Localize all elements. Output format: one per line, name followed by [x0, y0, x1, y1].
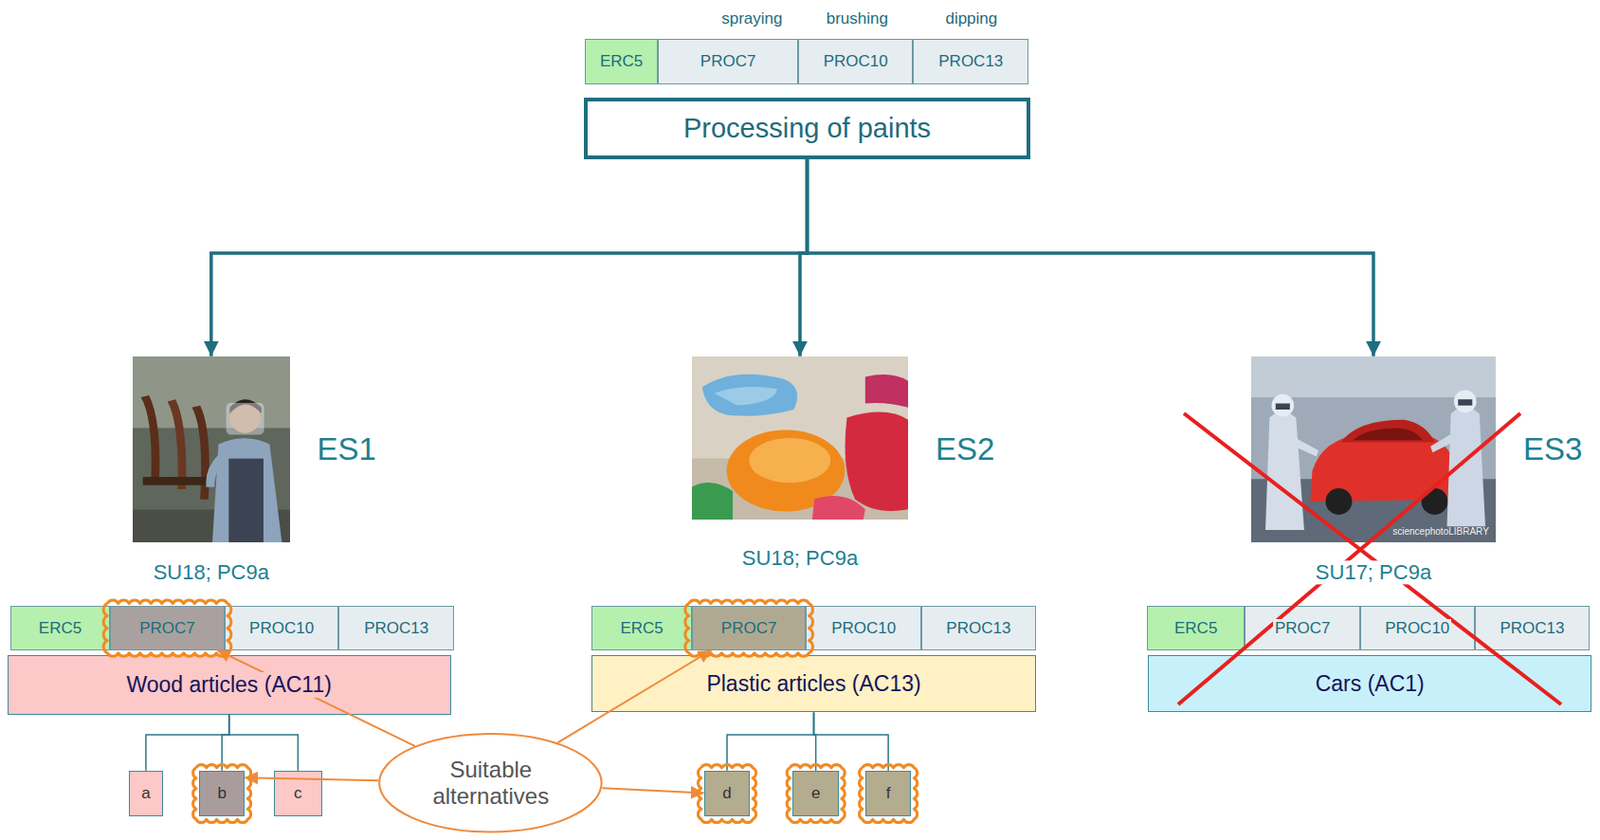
highlight-cloud [193, 763, 252, 822]
cross-line [1178, 413, 1521, 705]
cell-label: PROC10 [247, 618, 316, 638]
tree-line [229, 714, 299, 771]
cell-label: PROC13 [362, 618, 431, 638]
flow-arrow [211, 159, 808, 357]
car-painting-photo [1251, 356, 1496, 543]
cell-label: PROC10 [821, 52, 891, 72]
article-title: Cars (AC1) [1313, 671, 1427, 696]
article-box: Plastic articles (AC13) [591, 654, 1036, 712]
photo-scene [691, 356, 909, 520]
pointer-arrow [217, 650, 415, 746]
scenario-id: ES3 [1520, 431, 1585, 468]
code-cell: PROC10 [1360, 605, 1475, 650]
process-name: brushing [824, 10, 891, 30]
article-title: Plastic articles (AC13) [704, 671, 923, 696]
cell-label: PROC7 [698, 52, 759, 72]
pointer-arrow [557, 650, 711, 744]
wood-workshop-photo [132, 356, 291, 543]
tree-line [814, 711, 890, 770]
article-box: Wood articles (AC11) [7, 654, 452, 714]
tree-line [145, 714, 230, 771]
photo-frame: ES1SU18; PC9a [132, 356, 291, 543]
process-title: Processing of paints [681, 112, 933, 145]
photo-scene [1251, 356, 1496, 543]
highlight-cloud [859, 763, 918, 822]
code-cell: PROC13 [338, 605, 455, 650]
plastic-chairs-photo [691, 356, 909, 520]
scenario-id: ES2 [932, 431, 998, 468]
code-cell: PROC7 [657, 38, 798, 85]
tree-line [727, 711, 815, 770]
sub-box: d [704, 770, 750, 817]
code-cell: ERC5 [1146, 605, 1245, 650]
sub-letter: d [720, 783, 733, 803]
cell-label: PROC13 [1497, 618, 1566, 638]
highlight-clouds [103, 600, 917, 823]
process-name: dipping [943, 10, 1000, 30]
article-title: Wood articles (AC11) [124, 672, 333, 697]
code-cell: ERC5 [10, 605, 111, 650]
cell-label: PROC13 [936, 52, 1005, 72]
cell-label: ERC5 [36, 618, 84, 638]
pointer-arrow [602, 787, 705, 793]
sector-code: SU17; PC9a [1312, 560, 1435, 584]
cell-label: PROC7 [1272, 618, 1333, 638]
highlight-cloud [685, 600, 814, 656]
cell-label: ERC5 [1172, 618, 1219, 638]
code-cell: PROC7 [109, 605, 225, 650]
callout-text: Suitable alternatives [418, 756, 564, 809]
cell-label: ERC5 [618, 618, 665, 638]
ellipse-shape [380, 733, 602, 832]
photo-scene [132, 356, 291, 543]
cell-label: PROC13 [944, 618, 1013, 638]
flow-arrow [800, 159, 808, 357]
code-cell: ERC5 [584, 38, 659, 85]
process-name: spraying [719, 10, 784, 30]
code-cell: PROC10 [805, 605, 922, 650]
sub-letter: e [809, 783, 822, 803]
code-cell: PROC13 [921, 605, 1037, 650]
pointer-arrow [244, 777, 379, 781]
cell-label: PROC7 [719, 618, 780, 638]
connectors [145, 159, 1374, 794]
watermark: sciencephotoLIBRARY [1390, 526, 1491, 538]
code-cell: PROC13 [912, 38, 1029, 85]
sub-box: e [792, 770, 838, 817]
flow-arrow [807, 159, 1374, 357]
code-cell: PROC7 [1244, 605, 1361, 650]
code-cell: PROC10 [224, 605, 340, 650]
cell-label: PROC10 [1382, 618, 1452, 638]
sector-code: SU18; PC9a [150, 560, 273, 584]
cross-out [1178, 413, 1562, 705]
sub-box: c [273, 770, 324, 817]
highlight-cloud [103, 600, 232, 656]
scenario-id: ES1 [314, 431, 380, 468]
code-cell: PROC13 [1474, 605, 1591, 650]
cell-label: PROC10 [829, 618, 898, 638]
code-cell: ERC5 [591, 605, 692, 650]
sub-letter: a [139, 783, 152, 803]
highlight-cloud [786, 763, 845, 822]
sub-letter: c [291, 783, 305, 803]
sub-letter: f [884, 783, 893, 803]
photo-frame: ES3SU17; PC9a [1251, 356, 1496, 543]
sector-code: SU18; PC9a [739, 545, 861, 570]
photo-frame: ES2SU18; PC9a [691, 356, 909, 520]
code-cell: PROC10 [798, 38, 914, 85]
cell-label: ERC5 [598, 52, 645, 72]
callout-ellipse: Suitable alternatives [378, 732, 603, 834]
sub-letter: b [215, 783, 228, 803]
code-cell: PROC7 [691, 605, 807, 650]
sub-box: a [128, 770, 164, 817]
highlight-cloud [697, 763, 756, 822]
process-box: Processing of paints [583, 97, 1032, 160]
article-box: Cars (AC1) [1147, 654, 1592, 712]
sub-box: f [865, 770, 911, 817]
tree-line [814, 711, 817, 770]
cross-line [1183, 413, 1562, 705]
tree-line [221, 714, 230, 771]
sub-box: b [199, 770, 245, 817]
cell-label: PROC7 [137, 618, 198, 638]
